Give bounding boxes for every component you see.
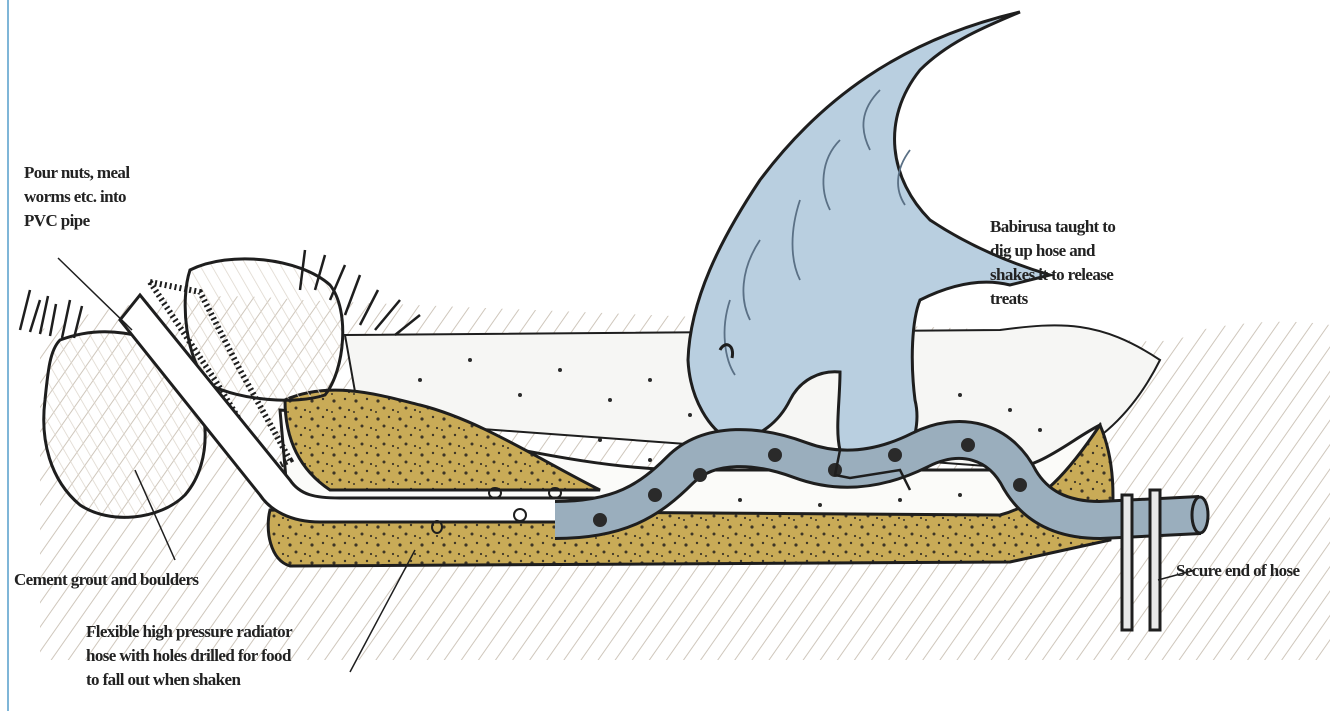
hose-end: [1192, 497, 1208, 533]
label-cement-grout: Cement grout and boulders: [14, 568, 254, 592]
label-radiator-hose: Flexible high pressure radiator hose wit…: [86, 620, 356, 692]
label-pvc-pipe: Pour nuts, meal worms etc. into PVC pipe: [24, 161, 174, 233]
label-babirusa: Babirusa taught to dig up hose and shake…: [990, 215, 1150, 311]
label-secure-hose: Secure end of hose: [1176, 559, 1336, 583]
